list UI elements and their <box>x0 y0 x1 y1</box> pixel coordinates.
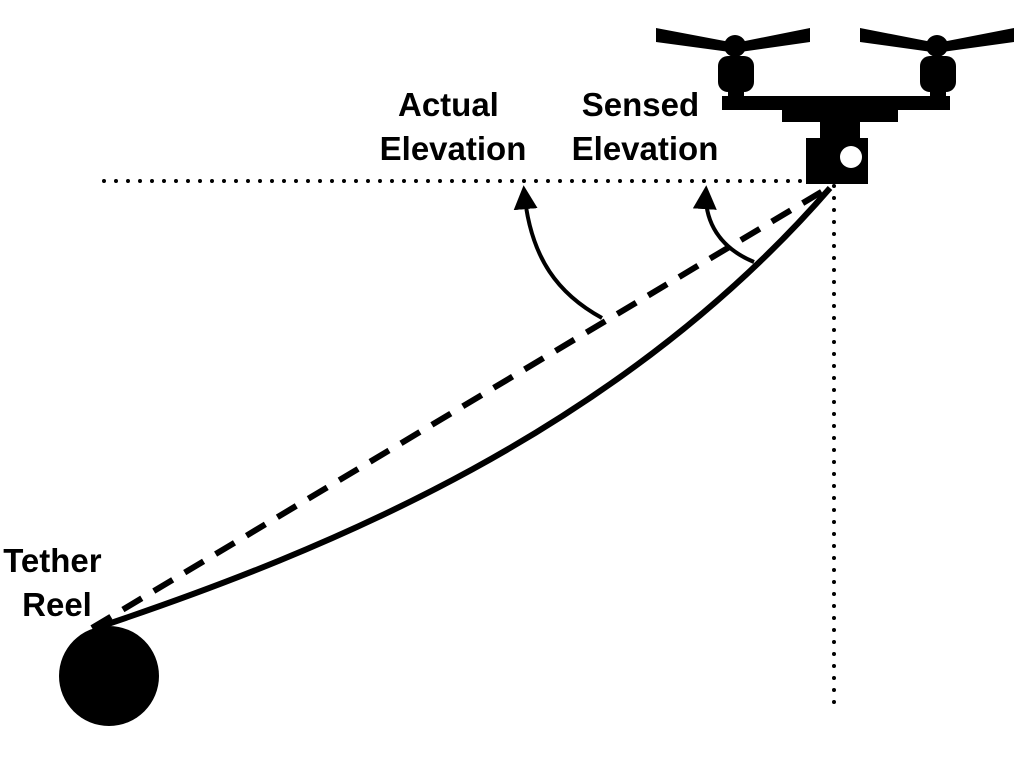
tether-reel-icon <box>59 626 159 726</box>
right-propeller-blade-right <box>942 28 1014 52</box>
actual-elevation-label-line-2: Elevation <box>380 130 527 167</box>
camera-lens <box>840 146 862 168</box>
tether-reel-label-line-2: Reel <box>22 586 92 623</box>
left-propeller-blade-right <box>740 28 810 52</box>
left-propeller-blade-left <box>656 28 730 52</box>
actual-elevation-line <box>90 185 830 631</box>
left-motor-stem <box>728 90 744 98</box>
tether-curve <box>95 186 833 631</box>
sensed-elevation-label: Sensed Elevation <box>572 86 719 167</box>
sensed-elevation-label-line-2: Elevation <box>572 130 719 167</box>
left-motor <box>718 56 754 92</box>
sensed-elevation-arc <box>692 185 755 264</box>
sensed-elevation-label-line-1: Sensed <box>582 86 699 123</box>
tether-reel-label-line-1: Tether <box>3 542 102 579</box>
drone-arm <box>722 96 950 110</box>
actual-elevation-label: Actual Elevation <box>380 86 527 167</box>
drone-icon <box>656 28 1014 184</box>
tether-reel-label: Tether Reel <box>3 542 111 623</box>
drone-gimbal-mount <box>820 120 860 138</box>
right-propeller-blade-left <box>860 28 932 52</box>
actual-elevation-arc <box>513 185 603 320</box>
drone-body <box>782 108 898 122</box>
left-propeller-hub <box>724 35 746 57</box>
right-motor-stem <box>930 90 946 98</box>
right-motor <box>920 56 956 92</box>
right-propeller-hub <box>926 35 948 57</box>
actual-elevation-label-line-1: Actual <box>398 86 499 123</box>
